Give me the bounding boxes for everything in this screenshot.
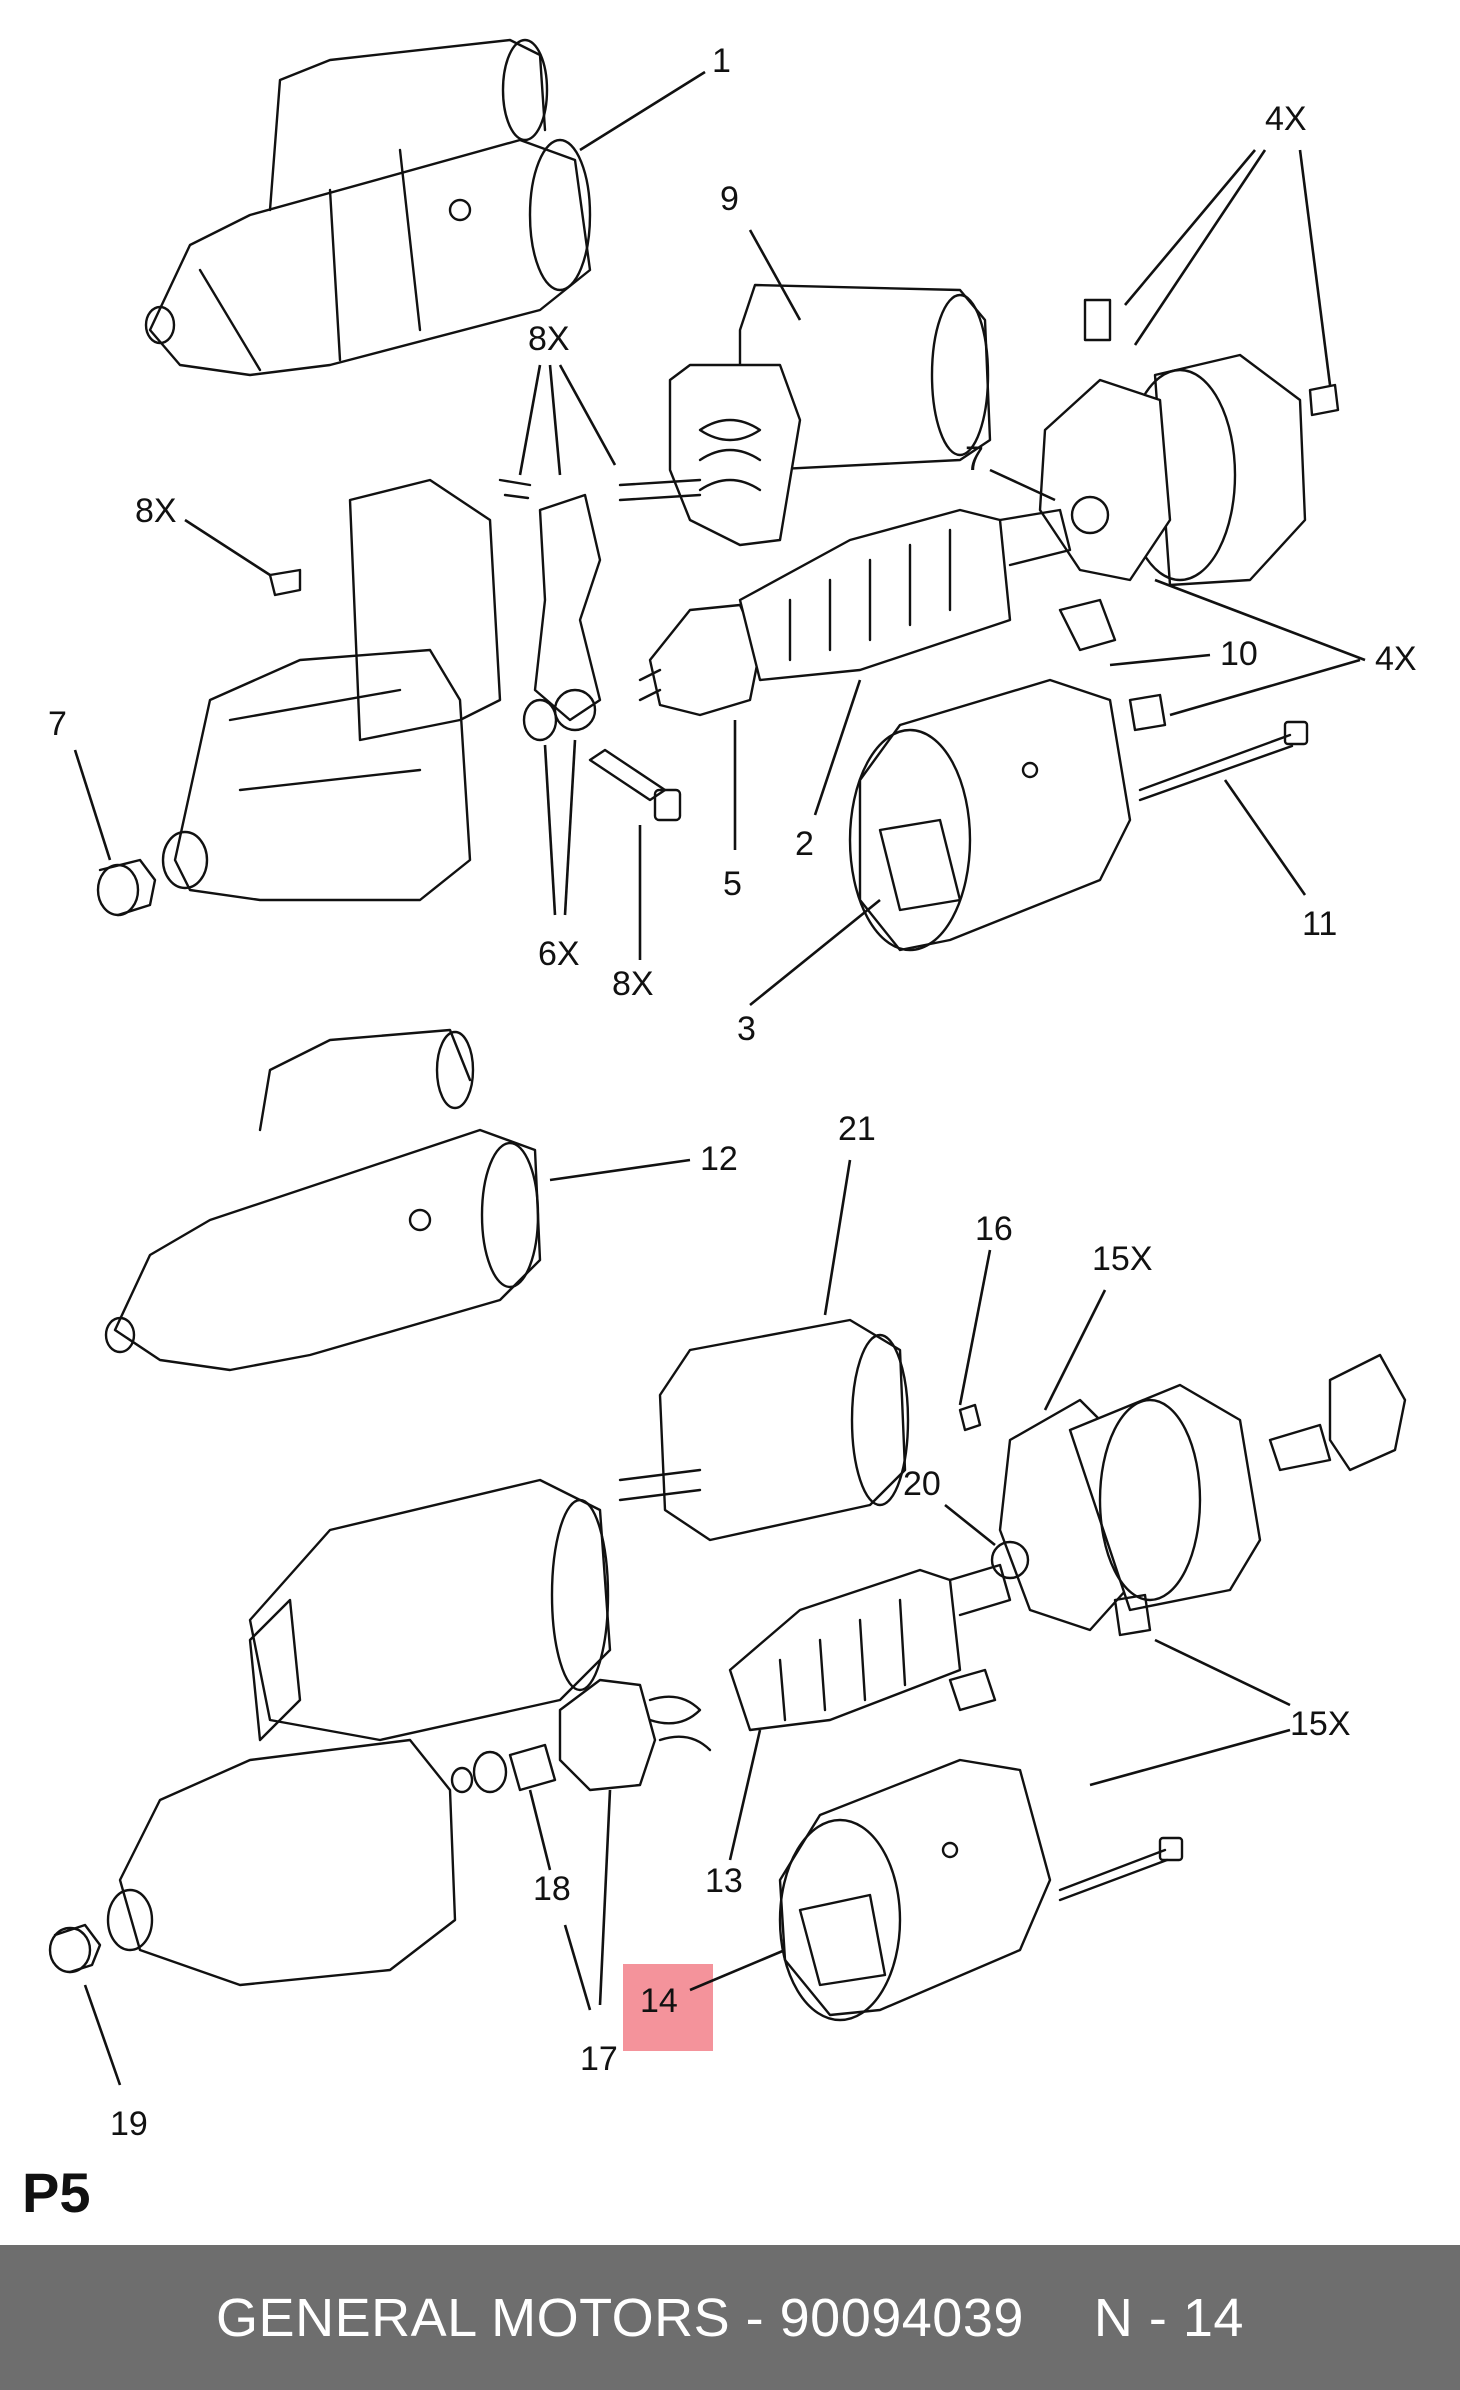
part-8x-fork-lever <box>268 478 682 822</box>
callout-8x-top: 8X <box>528 320 570 358</box>
part-15x-brush-holder <box>948 1353 1407 1712</box>
part-11-through-bolt <box>1138 720 1309 802</box>
highlighted-callout-box <box>623 1964 713 2051</box>
leader-lines <box>73 70 1366 2086</box>
callout-13: 13 <box>705 1862 743 1900</box>
footer-bar: GENERAL MOTORS - 90094039 N - 14 <box>0 2245 1460 2390</box>
part-21-solenoid <box>618 1318 910 1542</box>
part-12-assembled-starter <box>104 1028 542 1372</box>
callout-5: 5 <box>723 865 742 903</box>
callout-1: 1 <box>712 42 731 80</box>
part-7-bushing-left <box>96 858 157 917</box>
part-9-solenoid <box>618 283 992 547</box>
part-drive-end-housing-lower <box>106 1478 612 1987</box>
callout-18: 18 <box>533 1870 571 1908</box>
footer-brand-part-number: GENERAL MOTORS - 90094039 <box>216 2287 1024 2348</box>
callout-8x-bottom: 8X <box>612 965 654 1003</box>
part-19-bushing <box>48 1923 102 1974</box>
footer-position: N - 14 <box>1093 2287 1244 2348</box>
callout-16: 16 <box>975 1210 1013 1248</box>
callout-19: 19 <box>110 2105 148 2143</box>
callout-8x-left: 8X <box>135 492 177 530</box>
callout-17: 17 <box>580 2040 618 2078</box>
part-1-assembled-starter <box>144 38 592 377</box>
part-13-armature <box>728 1563 1012 1732</box>
part-brush-holder-and-end-cap <box>1038 298 1340 732</box>
callout-4x-right: 4X <box>1375 640 1417 678</box>
callout-3: 3 <box>737 1010 756 1048</box>
callout-11: 11 <box>1302 905 1337 943</box>
part-2-armature <box>738 508 1072 682</box>
callout-2: 2 <box>795 825 814 863</box>
part-5-drive-pinion <box>638 603 762 717</box>
callout-7-right: 7 <box>965 440 984 478</box>
callout-6x: 6X <box>538 935 580 973</box>
callout-7-left: 7 <box>48 705 67 743</box>
part-3-field-frame <box>848 678 1132 952</box>
part-18-17-pinion-parts <box>450 1678 712 1794</box>
callout-4x-top: 4X <box>1265 100 1307 138</box>
callout-labels: 1 9 4X 8X 8X 7 10 4X 7 2 5 11 6X 8X 3 12… <box>48 42 1417 2143</box>
callout-10: 10 <box>1220 635 1258 673</box>
callout-9: 9 <box>720 180 739 218</box>
starter-motor-exploded-diagram: 1 9 4X 8X 8X 7 10 4X 7 2 5 11 6X 8X 3 12… <box>48 38 1417 2143</box>
callout-12: 12 <box>700 1140 738 1178</box>
part-14-field-frame <box>778 1758 1052 2022</box>
part-drive-end-housing-upper <box>161 478 502 902</box>
callout-21: 21 <box>838 1110 876 1148</box>
page-label: P5 <box>22 2161 91 2224</box>
callout-15x-bottom: 15X <box>1290 1705 1351 1743</box>
callout-20: 20 <box>903 1465 941 1503</box>
callout-15x-top: 15X <box>1092 1240 1153 1278</box>
part-through-bolt-lower <box>1058 1836 1184 1902</box>
callout-14: 14 <box>640 1982 678 2020</box>
